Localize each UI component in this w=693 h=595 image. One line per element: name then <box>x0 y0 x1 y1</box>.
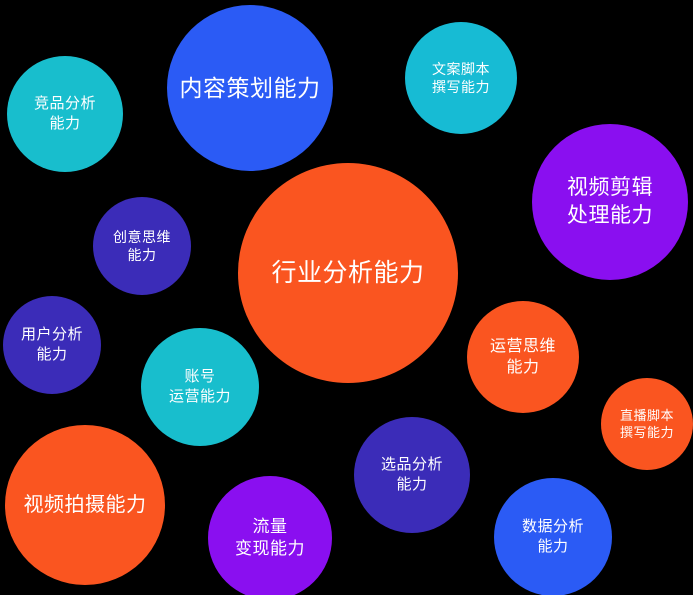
bubble-copywriting-script[interactable]: 文案脚本 撰写能力 <box>405 22 517 134</box>
bubble-content-planning[interactable]: 内容策划能力 <box>167 5 333 171</box>
bubble-label-traffic-monetization: 流量 变现能力 <box>235 516 305 558</box>
bubble-label-industry-analysis: 行业分析能力 <box>271 258 425 287</box>
bubble-video-editing[interactable]: 视频剪辑 处理能力 <box>532 124 688 280</box>
bubble-product-selection[interactable]: 选品分析 能力 <box>354 417 470 533</box>
bubble-label-live-stream-script: 直播脚本 撰写能力 <box>619 407 674 440</box>
bubble-label-user-analysis: 用户分析 能力 <box>20 326 83 363</box>
bubble-operations-thinking[interactable]: 运营思维 能力 <box>467 301 579 413</box>
bubble-label-creative-thinking: 创意思维 能力 <box>113 228 171 263</box>
bubble-account-operation[interactable]: 账号 运营能力 <box>141 328 259 446</box>
bubble-label-copywriting-script: 文案脚本 撰写能力 <box>432 60 490 95</box>
bubble-traffic-monetization[interactable]: 流量 变现能力 <box>208 476 332 595</box>
bubble-label-operations-thinking: 运营思维 能力 <box>489 337 556 376</box>
bubble-label-content-planning: 内容策划能力 <box>179 74 321 101</box>
bubble-competitor-analysis[interactable]: 竞品分析 能力 <box>7 56 123 172</box>
bubble-label-video-shooting: 视频拍摄能力 <box>23 493 147 516</box>
bubble-data-analysis[interactable]: 数据分析 能力 <box>494 478 612 595</box>
bubble-live-stream-script[interactable]: 直播脚本 撰写能力 <box>601 378 693 470</box>
bubble-label-product-selection: 选品分析 能力 <box>380 456 443 493</box>
bubble-industry-analysis[interactable]: 行业分析能力 <box>238 163 458 383</box>
bubble-user-analysis[interactable]: 用户分析 能力 <box>3 296 101 394</box>
bubble-creative-thinking[interactable]: 创意思维 能力 <box>93 197 191 295</box>
bubble-label-video-editing: 视频剪辑 处理能力 <box>567 176 653 227</box>
bubble-label-account-operation: 账号 运营能力 <box>168 368 231 405</box>
bubble-video-shooting[interactable]: 视频拍摄能力 <box>5 425 165 585</box>
bubble-label-competitor-analysis: 竞品分析 能力 <box>33 95 96 132</box>
bubble-label-data-analysis: 数据分析 能力 <box>521 518 584 555</box>
